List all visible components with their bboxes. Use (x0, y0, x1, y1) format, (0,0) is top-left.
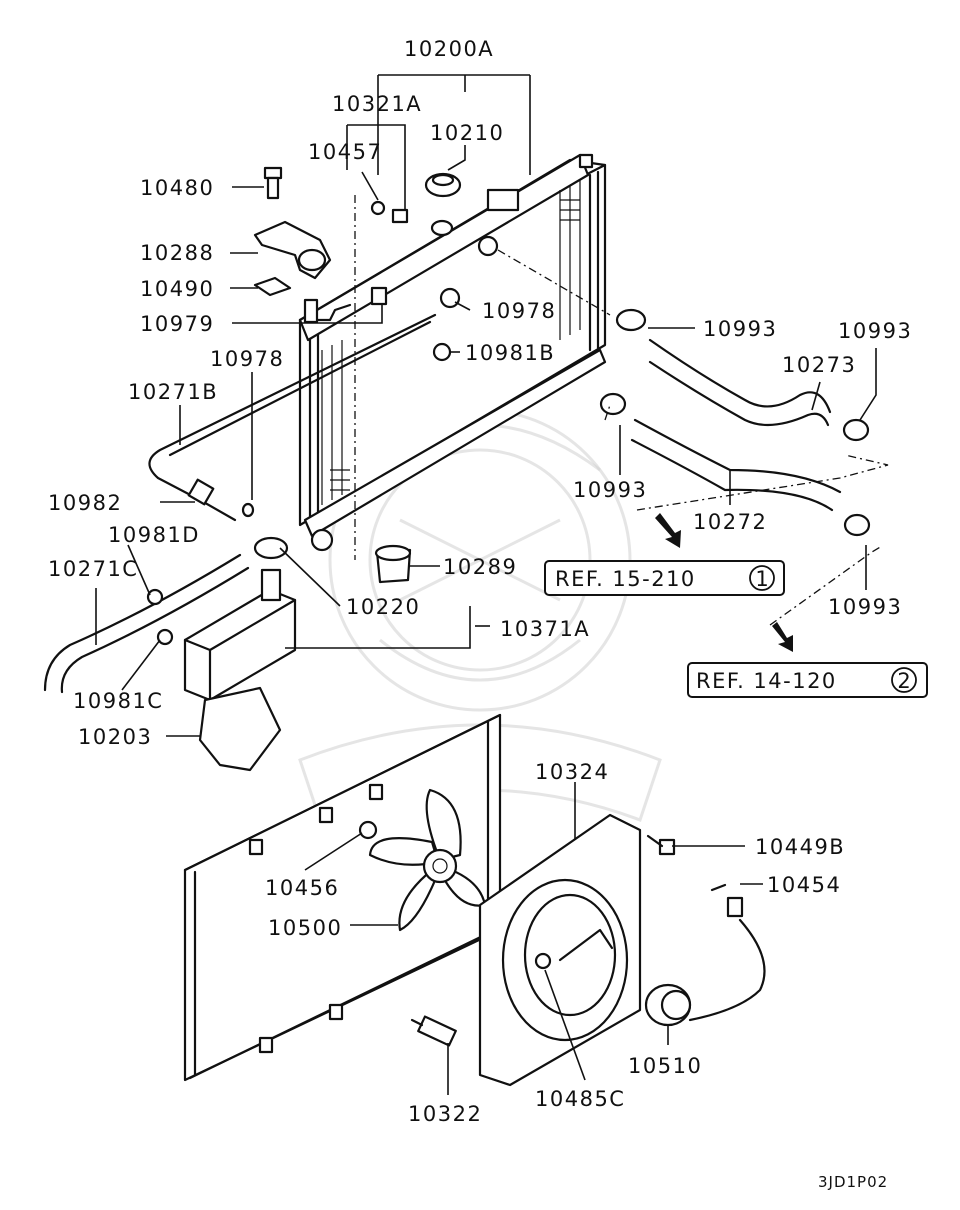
label-10993-b: 10993 (838, 319, 912, 343)
hose-10271C (43, 553, 242, 692)
label-10978-upper: 10978 (482, 299, 556, 323)
label-10288: 10288 (140, 241, 214, 265)
clip-10978-upper (439, 287, 461, 309)
label-10485C: 10485C (535, 1087, 625, 1111)
radiator-upper (298, 153, 607, 552)
label-10490: 10490 (140, 277, 214, 301)
ref-text-15-210: REF. 15-210 (555, 567, 696, 591)
bracket-10979 (303, 298, 319, 324)
ref-box-15-210[interactable]: REF. 15-210 1 (544, 560, 785, 596)
clip-10978-lower (241, 502, 255, 518)
label-10993-d: 10993 (828, 595, 902, 619)
label-10457: 10457 (308, 140, 382, 164)
label-10993-c: 10993 (573, 478, 647, 502)
ref-box-14-120[interactable]: REF. 14-120 2 (687, 662, 928, 698)
reservoir-tank (183, 536, 297, 702)
hose-10271B (148, 313, 437, 522)
label-10272: 10272 (693, 510, 767, 534)
clamp-10993-d (843, 513, 871, 537)
mount-10289 (374, 544, 412, 584)
label-10371A: 10371A (500, 617, 590, 641)
bracket-10203 (198, 686, 282, 772)
bolt-10449B (646, 834, 676, 856)
drawing-code: 3JD1P02 (818, 1173, 888, 1191)
fan-shroud (478, 813, 642, 1087)
label-10510: 10510 (628, 1054, 702, 1078)
nut-10485C (534, 952, 552, 970)
label-10210: 10210 (430, 121, 504, 145)
ref-arrow-1 (655, 513, 681, 548)
label-10203: 10203 (78, 725, 152, 749)
label-10981B: 10981B (465, 341, 555, 365)
ref-arrow-2 (772, 622, 793, 652)
washer-10457 (370, 200, 386, 216)
label-10289: 10289 (443, 555, 517, 579)
clip-10321A (391, 208, 409, 224)
ref-number-2: 2 (897, 669, 910, 693)
label-10324: 10324 (535, 760, 609, 784)
ref-text-14-120: REF. 14-120 (696, 669, 837, 693)
bracket-10288 (253, 220, 332, 280)
bolt-10981B (432, 342, 452, 362)
label-10449B: 10449B (755, 835, 845, 859)
label-10271B: 10271B (128, 380, 218, 404)
label-10456: 10456 (265, 876, 339, 900)
label-10480: 10480 (140, 176, 214, 200)
bolt-10981C (156, 628, 174, 646)
label-10271C: 10271C (48, 557, 138, 581)
label-10322: 10322 (408, 1102, 482, 1126)
label-10273: 10273 (782, 353, 856, 377)
label-10978-lower: 10978 (210, 347, 284, 371)
ref-number-1: 1 (755, 567, 768, 591)
label-10321A: 10321A (332, 92, 422, 116)
label-10220: 10220 (346, 595, 420, 619)
label-10979: 10979 (140, 312, 214, 336)
label-10981C: 10981C (73, 689, 163, 713)
clamp-10982 (187, 478, 215, 506)
hose-10272 (633, 418, 842, 494)
part-labels: 10200A 10321A 10210 10457 10480 10288 10… (48, 37, 912, 1126)
fan-10500 (368, 788, 487, 932)
label-10993-a: 10993 (703, 317, 777, 341)
clamp-10993-c (599, 392, 627, 416)
clamp-10993-a (615, 308, 647, 332)
bolt-10981D (146, 588, 164, 606)
label-10981D: 10981D (108, 523, 200, 547)
hose-10273 (648, 338, 832, 414)
label-10982: 10982 (48, 491, 122, 515)
pad-10490 (253, 276, 292, 297)
radiator-cap (424, 172, 462, 198)
bolt-10480 (263, 166, 283, 200)
label-10200A: 10200A (404, 37, 494, 61)
label-10500: 10500 (268, 916, 342, 940)
ref-number-circle-1 (749, 565, 775, 591)
clamp-10993-b (842, 418, 870, 442)
label-10454: 10454 (767, 873, 841, 897)
thermo-switch (410, 1015, 457, 1047)
condenser (183, 713, 502, 1082)
fan-motor (644, 883, 766, 1027)
leader-lines (95, 74, 877, 1095)
ref-number-circle-2 (891, 667, 917, 693)
reference-lines (354, 195, 889, 626)
